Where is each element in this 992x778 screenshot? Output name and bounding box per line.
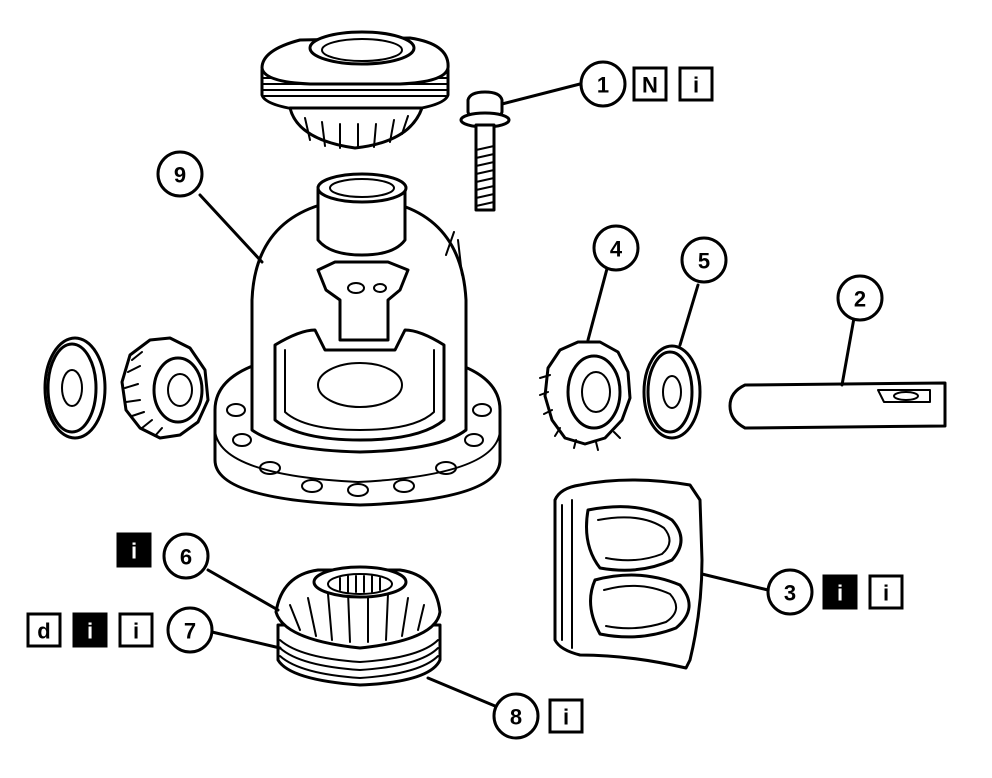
badge-8-info: i xyxy=(548,698,584,734)
badge-1-new-part: N xyxy=(632,66,668,102)
badge-6-info-solid: i xyxy=(116,532,152,568)
callout-6: 6 xyxy=(162,532,210,580)
badge-7-info-solid: i xyxy=(72,612,108,648)
svg-text:7: 7 xyxy=(184,619,196,644)
svg-text:1: 1 xyxy=(597,73,609,98)
callout-2: 2 xyxy=(836,274,884,322)
leader-line-4 xyxy=(586,263,610,342)
badge-7-info-outline: i xyxy=(118,612,154,648)
thrust-washer-left xyxy=(43,336,107,440)
badge-3-info-solid: i xyxy=(822,574,858,610)
svg-text:i: i xyxy=(563,705,569,730)
callout-4: 4 xyxy=(592,224,640,272)
svg-text:8: 8 xyxy=(510,705,522,730)
svg-text:d: d xyxy=(37,619,50,644)
pinion-gear-left xyxy=(120,336,210,440)
bearing-adjuster-top xyxy=(260,30,450,150)
leader-line-3 xyxy=(700,572,770,592)
svg-text:6: 6 xyxy=(180,545,192,570)
svg-text:4: 4 xyxy=(610,237,623,262)
callout-3: 3 xyxy=(766,568,814,616)
leader-line-6 xyxy=(206,568,280,612)
svg-text:N: N xyxy=(642,73,658,98)
leader-line-7 xyxy=(210,630,282,650)
svg-text:i: i xyxy=(883,581,889,606)
svg-text:5: 5 xyxy=(698,249,710,274)
clutch-plates-part-3 xyxy=(553,478,770,670)
svg-text:i: i xyxy=(131,539,137,564)
thrust-washer-part-5 xyxy=(642,283,702,440)
svg-text:i: i xyxy=(837,581,843,606)
badge-1-info: i xyxy=(678,66,714,102)
pinion-gear-part-4 xyxy=(539,263,632,451)
leader-line-8 xyxy=(426,676,497,708)
svg-text:i: i xyxy=(693,73,699,98)
callout-5: 5 xyxy=(680,236,728,284)
svg-text:9: 9 xyxy=(174,163,186,188)
leader-line-1 xyxy=(500,82,582,106)
badge-3-info-outline: i xyxy=(868,574,904,610)
svg-text:i: i xyxy=(87,619,93,644)
callout-8: 8 xyxy=(492,692,540,740)
badge-7-d: d xyxy=(26,612,62,648)
callout-1: 1 xyxy=(579,60,627,108)
svg-text:2: 2 xyxy=(854,287,866,312)
svg-text:3: 3 xyxy=(784,581,796,606)
pinion-shaft-part-2 xyxy=(728,316,947,430)
leader-line-5 xyxy=(678,283,700,347)
side-gear-assembly xyxy=(206,565,497,708)
callout-9: 9 xyxy=(156,150,204,198)
callout-7: 7 xyxy=(166,606,214,654)
leader-line-9 xyxy=(198,193,264,264)
differential-case-part-9 xyxy=(198,172,502,507)
bolt-part-1 xyxy=(459,82,582,212)
leader-line-2 xyxy=(840,316,856,387)
svg-text:i: i xyxy=(133,619,139,644)
